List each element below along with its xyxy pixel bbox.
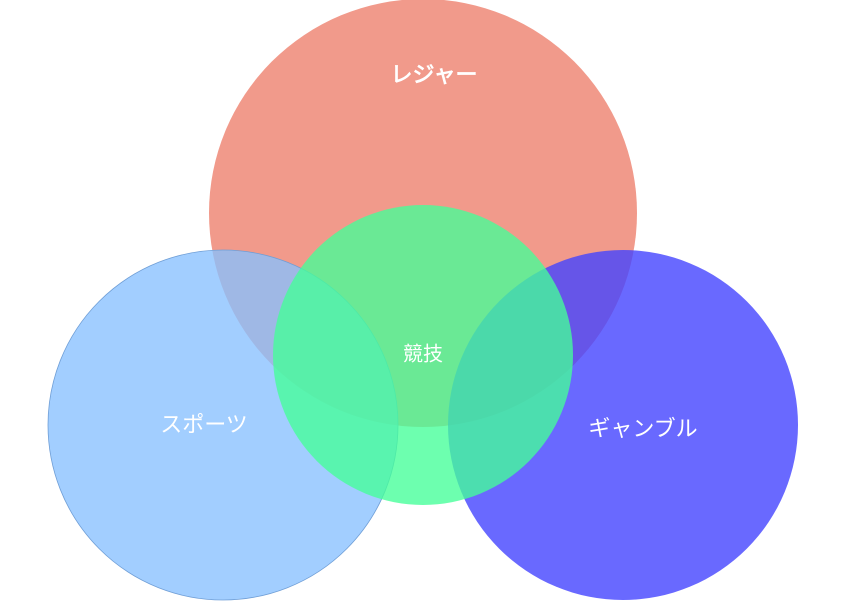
label-leisure: レジャー	[391, 63, 478, 88]
circle-compete	[273, 205, 573, 505]
label-compete: 競技	[403, 342, 443, 366]
label-gamble: ギャンブル	[588, 417, 697, 442]
label-sports: スポーツ	[160, 413, 248, 438]
